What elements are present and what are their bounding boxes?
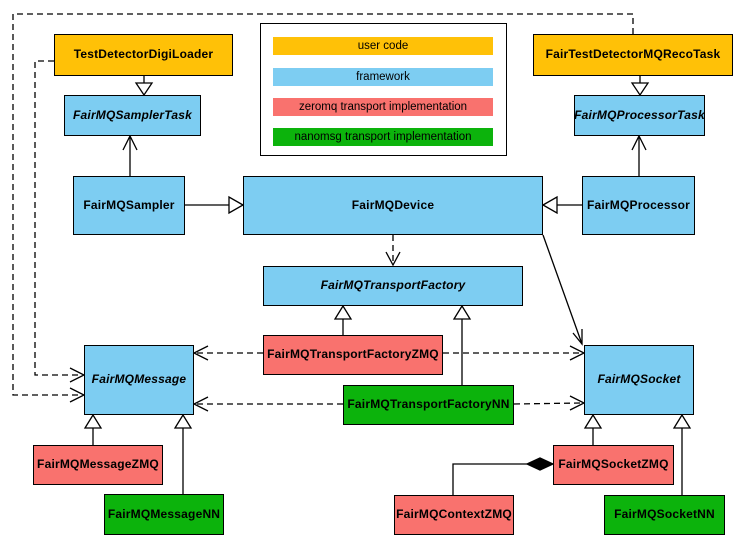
- class-box-fairtestdetectormqrecotask: FairTestDetectorMQRecoTask: [533, 34, 733, 76]
- legend-item-nanomsg-transport: nanomsg transport implementation: [273, 128, 493, 146]
- inheritance-triangle-device-right: [541, 195, 558, 215]
- class-box-fairmqtransportfactoryzmq: FairMQTransportFactoryZMQ: [263, 335, 443, 375]
- inheritance-triangle-socket-zmq: [583, 413, 603, 429]
- class-box-fairmqmessagenn: FairMQMessageNN: [104, 494, 224, 535]
- edge-device-uses-socket: [542, 234, 583, 345]
- edge-contextzmq-composition-socketzmq: [452, 463, 527, 495]
- edge-recotask-depends-message: [12, 13, 634, 396]
- composition-diamond-socketzmq: [525, 457, 555, 471]
- edge-digiloader-depends-message: [34, 60, 81, 376]
- legend-item-zeromq-transport: zeromq transport implementation: [273, 98, 493, 116]
- edge-tfnn-depends-socket: [513, 402, 582, 405]
- inheritance-triangle-factory-nn: [452, 304, 472, 320]
- inheritance-triangle-device-left: [228, 195, 245, 215]
- class-box-fairmqtransportfactory: FairMQTransportFactory: [263, 266, 523, 306]
- class-box-fairmqsocketnn: FairMQSocketNN: [604, 495, 725, 535]
- legend-item-user-code: user code: [273, 37, 493, 55]
- inheritance-triangle-processortask: [630, 82, 650, 97]
- inheritance-triangle-socket-nn: [672, 413, 692, 429]
- class-box-fairmqdevice: FairMQDevice: [243, 176, 543, 235]
- legend-box: user code framework zeromq transport imple…: [260, 23, 507, 156]
- class-box-fairmqsocket: FairMQSocket: [584, 345, 694, 415]
- class-box-fairmqtransportfactorynn: FairMQTransportFactoryNN: [343, 385, 514, 425]
- class-box-fairmqsocketzmq: FairMQSocketZMQ: [553, 445, 674, 485]
- open-arrow-message-right-upper: [192, 345, 209, 361]
- open-arrow-message-right-lower: [192, 396, 209, 412]
- class-box-fairmqprocessor: FairMQProcessor: [582, 176, 695, 235]
- class-box-fairmqcontextzmq: FairMQContextZMQ: [394, 495, 514, 535]
- class-box-testdetectordigiloader: TestDetectorDigiLoader: [54, 34, 233, 76]
- class-box-fairmqprocessortask: FairMQProcessorTask: [574, 95, 705, 136]
- open-arrow-samplertask: [122, 134, 138, 151]
- inheritance-triangle-message-nn: [173, 413, 193, 429]
- inheritance-triangle-samplertask: [134, 82, 154, 97]
- legend-item-framework: framework: [273, 68, 493, 86]
- class-box-fairmqsampler: FairMQSampler: [73, 176, 185, 235]
- open-arrow-processortask: [631, 134, 647, 151]
- class-box-fairmqmessagezmq: FairMQMessageZMQ: [33, 445, 163, 485]
- inheritance-triangle-message-zmq: [83, 413, 103, 429]
- open-arrow-transportfactory: [385, 251, 401, 267]
- class-box-fairmqsamplertask: FairMQSamplerTask: [64, 95, 201, 136]
- open-arrow-socket-top: [572, 329, 583, 346]
- class-box-fairmqmessage: FairMQMessage: [84, 345, 194, 415]
- inheritance-triangle-factory-zmq: [333, 304, 353, 320]
